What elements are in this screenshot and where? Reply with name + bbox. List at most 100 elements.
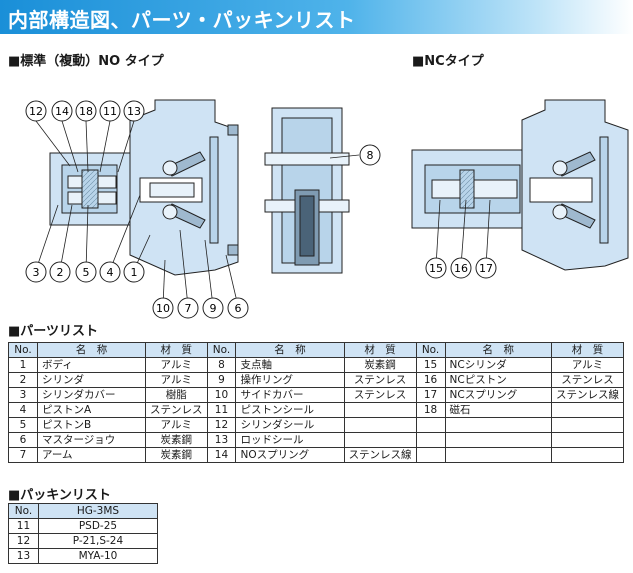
- callout-7: 7: [177, 297, 199, 319]
- part-material: ステンレス: [145, 402, 208, 418]
- part-name: マスタージョウ: [36, 432, 147, 448]
- part-name: NCシリンダ: [444, 357, 552, 373]
- packing-value: PSD-25: [37, 518, 159, 534]
- part-no: 3: [8, 387, 38, 403]
- svg-text:10: 10: [156, 302, 170, 315]
- svg-text:14: 14: [55, 105, 69, 118]
- part-material: [343, 402, 417, 418]
- part-name: [444, 447, 552, 463]
- part-name: ピストンB: [36, 417, 147, 433]
- part-material: アルミ: [145, 357, 208, 373]
- col-no: No.: [8, 342, 38, 358]
- section-parts: ■パーツリスト: [8, 324, 99, 339]
- part-material: 炭素鋼: [343, 357, 417, 373]
- part-no: 12: [206, 417, 237, 433]
- packing-value: MYA-10: [37, 548, 159, 564]
- svg-text:6: 6: [235, 302, 242, 315]
- part-no: 6: [8, 432, 38, 448]
- svg-text:1: 1: [131, 266, 138, 279]
- part-name: [444, 417, 552, 433]
- callout-14: 14: [51, 100, 73, 122]
- part-no: 7: [8, 447, 38, 463]
- callout-3: 3: [25, 261, 47, 283]
- part-no: 2: [8, 372, 38, 388]
- packing-no: 13: [8, 548, 39, 564]
- svg-text:4: 4: [107, 266, 114, 279]
- callout-9: 9: [202, 297, 224, 319]
- part-no: 8: [206, 357, 237, 373]
- svg-text:12: 12: [29, 105, 43, 118]
- part-name: シリンダカバー: [36, 387, 147, 403]
- part-name: [444, 432, 552, 448]
- part-no: [415, 432, 446, 448]
- part-no: 15: [415, 357, 446, 373]
- section-nc-type: ■NCタイプ: [412, 54, 484, 69]
- part-name: ボディ: [36, 357, 147, 373]
- callout-18: 18: [75, 100, 97, 122]
- packing-no: 11: [8, 518, 39, 534]
- title-bar: 内部構造図、パーツ・パッキンリスト: [0, 0, 633, 34]
- part-no: 16: [415, 372, 446, 388]
- part-material: アルミ: [145, 372, 208, 388]
- part-name: ロッドシール: [235, 432, 345, 448]
- part-name: 支点軸: [235, 357, 345, 373]
- part-no: 14: [206, 447, 237, 463]
- callout-6: 6: [227, 297, 249, 319]
- leader-lines: [35, 120, 491, 307]
- part-material: 炭素鋼: [145, 432, 208, 448]
- svg-text:8: 8: [367, 149, 374, 162]
- col-material: 材 質: [343, 342, 417, 358]
- svg-text:7: 7: [185, 302, 192, 315]
- svg-text:16: 16: [454, 262, 468, 275]
- callout-8: 8: [359, 144, 381, 166]
- part-material: ステンレス: [550, 372, 625, 388]
- part-name: NCスプリング: [444, 387, 552, 403]
- part-name: ピストンA: [36, 402, 147, 418]
- part-material: ステンレス: [343, 372, 417, 388]
- part-material: ステンレス線: [343, 447, 417, 463]
- part-no: 5: [8, 417, 38, 433]
- callout-13: 13: [123, 100, 145, 122]
- callout-4: 4: [99, 261, 121, 283]
- col-no: No.: [415, 342, 446, 358]
- page-title: 内部構造図、パーツ・パッキンリスト: [8, 8, 356, 32]
- part-material: ステンレス: [343, 387, 417, 403]
- part-material: 樹脂: [145, 387, 208, 403]
- part-no: [415, 417, 446, 433]
- part-no: 13: [206, 432, 237, 448]
- part-material: [550, 447, 625, 463]
- part-name: サイドカバー: [235, 387, 345, 403]
- col-name: 名 称: [36, 342, 147, 358]
- part-name: シリンダ: [36, 372, 147, 388]
- part-material: アルミ: [145, 417, 208, 433]
- part-material: 炭素鋼: [145, 447, 208, 463]
- callout-12: 12: [25, 100, 47, 122]
- col-name: 名 称: [235, 342, 345, 358]
- callout-2: 2: [49, 261, 71, 283]
- part-no: [415, 447, 446, 463]
- part-no: 18: [415, 402, 446, 418]
- section-no-type: ■標準（複動）NO タイプ: [8, 54, 164, 69]
- no-type-drawing: [49, 99, 350, 276]
- part-no: 10: [206, 387, 237, 403]
- col-name: 名 称: [444, 342, 552, 358]
- part-no: 17: [415, 387, 446, 403]
- packing-value: P-21,S-24: [37, 533, 159, 549]
- part-no: 11: [206, 402, 237, 418]
- part-material: [550, 402, 625, 418]
- nc-type-drawing: [411, 99, 629, 271]
- part-no: 9: [206, 372, 237, 388]
- part-name: NCピストン: [444, 372, 552, 388]
- part-material: ステンレス線: [550, 387, 625, 403]
